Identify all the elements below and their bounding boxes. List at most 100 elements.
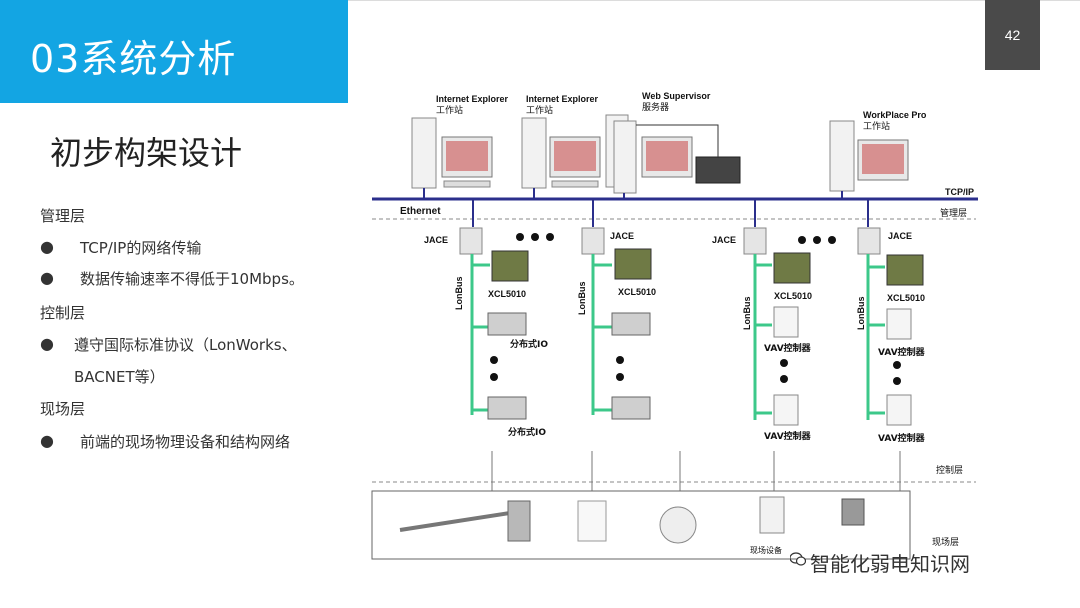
section-subtitle: 初步构架设计 xyxy=(50,134,243,172)
keyboard-icon xyxy=(551,180,599,188)
control-branch-3: JACE LonBus XCL5010 VAV控制器 VAV控制器 xyxy=(712,227,836,442)
jace-icon xyxy=(459,227,483,255)
dist-io-label: 分布式IO xyxy=(508,426,546,438)
page-number: 42 xyxy=(985,0,1040,70)
ellipsis-dot xyxy=(531,233,539,241)
controller-icon xyxy=(614,248,652,280)
tower-icon xyxy=(521,117,547,189)
valve-actuator-icon xyxy=(841,498,865,526)
server-label: Web Supervisor xyxy=(642,91,711,101)
workstation-sub: 工作站 xyxy=(526,104,553,116)
title-bar: 03系统分析 xyxy=(0,0,348,103)
ellipsis-dot xyxy=(893,361,901,369)
control-branch-2: JACE LonBus XCL5010 xyxy=(577,227,656,420)
tower-icon xyxy=(829,120,855,192)
field-layer-label: 现场层 xyxy=(932,537,959,548)
field-device-label: 现场设备 xyxy=(750,545,782,555)
duct-sensor-probe xyxy=(399,511,511,532)
jace-icon xyxy=(857,227,881,255)
bullet-icon: ● xyxy=(40,334,54,353)
wechat-icon xyxy=(790,552,806,566)
workstation-sub: 工作站 xyxy=(863,120,890,132)
pressure-switch-icon xyxy=(659,506,697,544)
vav-label: VAV控制器 xyxy=(878,346,926,358)
controller-label: XCL5010 xyxy=(774,291,812,301)
ellipsis-dot xyxy=(780,359,788,367)
keyboard-icon xyxy=(443,180,491,188)
controller-label: XCL5010 xyxy=(887,293,925,303)
jace-label: JACE xyxy=(610,231,634,241)
tower-icon xyxy=(411,117,437,189)
ellipsis-dot xyxy=(516,233,524,241)
io-module-icon xyxy=(487,312,527,336)
controller-label: XCL5010 xyxy=(488,289,526,299)
ellipsis-dot xyxy=(780,375,788,383)
controller-label: XCL5010 xyxy=(618,287,656,297)
bullet-icon: ● xyxy=(40,268,54,287)
bullet-text: 数据传输速率不得低于10Mbps。 xyxy=(80,270,304,288)
ellipsis-dot xyxy=(546,233,554,241)
ellipsis-dot xyxy=(616,356,624,364)
io-module-icon xyxy=(611,396,651,420)
ellipsis-dot xyxy=(490,356,498,364)
screen-icon xyxy=(646,141,688,171)
architecture-diagram: Internet Explorer 工作站 Internet Explorer … xyxy=(371,91,978,560)
screen-icon xyxy=(446,141,488,171)
vav-label: VAV控制器 xyxy=(878,432,926,444)
ellipsis-dot xyxy=(616,373,624,381)
web-supervisor-server: Web Supervisor 服务器 xyxy=(605,91,741,194)
screen-icon xyxy=(554,141,596,171)
tower-icon xyxy=(613,120,637,194)
controller-icon xyxy=(491,250,529,282)
control-layer-label: 控制层 xyxy=(936,464,963,476)
vav-label: VAV控制器 xyxy=(764,342,812,354)
lonbus-label: LonBus xyxy=(454,277,464,311)
workstation-label: Internet Explorer xyxy=(436,94,509,104)
server-sub: 服务器 xyxy=(642,101,669,113)
ethernet-label: Ethernet xyxy=(400,206,441,217)
printer-icon xyxy=(695,156,741,184)
jace-label: JACE xyxy=(888,231,912,241)
control-branch-1: JACE LonBus XCL5010 分布式IO 分布式IO xyxy=(424,227,554,438)
control-branch-4: JACE LonBus XCL5010 VAV控制器 VAV控制器 xyxy=(856,227,926,444)
lonbus-label: LonBus xyxy=(856,297,866,331)
workstation-2: Internet Explorer 工作站 xyxy=(521,94,601,189)
heading-field: 现场层 xyxy=(40,400,86,418)
lonbus-label: LonBus xyxy=(577,282,587,316)
dist-io-label: 分布式IO xyxy=(510,338,548,350)
workstation-sub: 工作站 xyxy=(436,104,463,116)
heading-control: 控制层 xyxy=(40,304,86,322)
vav-controller-icon xyxy=(886,308,912,340)
ellipsis-dot xyxy=(798,236,806,244)
watermark-text: 智能化弱电知识网 xyxy=(810,552,970,576)
bullet-text: 遵守国际标准协议（LonWorks、 xyxy=(74,336,297,354)
top-divider xyxy=(348,0,1080,1)
bullet-text: BACNET等） xyxy=(74,368,165,386)
ellipsis-dot xyxy=(893,377,901,385)
controller-icon xyxy=(773,252,811,284)
workstation-4: WorkPlace Pro 工作站 xyxy=(829,110,927,192)
bullet-text: 前端的现场物理设备和结构网络 xyxy=(80,433,291,451)
jace-label: JACE xyxy=(424,235,448,245)
slide-title: 03系统分析 xyxy=(30,37,237,81)
controller-icon xyxy=(886,254,924,286)
io-module-icon xyxy=(611,312,651,336)
duct-sensor-icon xyxy=(507,500,531,542)
vav-controller-icon xyxy=(773,394,799,426)
heading-management: 管理层 xyxy=(40,207,86,225)
bullet-icon: ● xyxy=(40,237,54,256)
vav-controller-icon xyxy=(886,394,912,426)
jace-icon xyxy=(581,227,605,255)
workstation-label: WorkPlace Pro xyxy=(863,110,927,120)
vav-controller-icon xyxy=(773,306,799,338)
vav-label: VAV控制器 xyxy=(764,430,812,442)
management-layer-label: 管理层 xyxy=(940,207,967,219)
workstation-label: Internet Explorer xyxy=(526,94,599,104)
field-layer-box xyxy=(371,490,911,560)
bullet-text: TCP/IP的网络传输 xyxy=(80,239,202,257)
jace-label: JACE xyxy=(712,235,736,245)
workstation-1: Internet Explorer 工作站 xyxy=(411,94,509,189)
lonbus-label: LonBus xyxy=(742,297,752,331)
screen-icon xyxy=(862,144,904,174)
io-module-icon xyxy=(487,396,527,420)
